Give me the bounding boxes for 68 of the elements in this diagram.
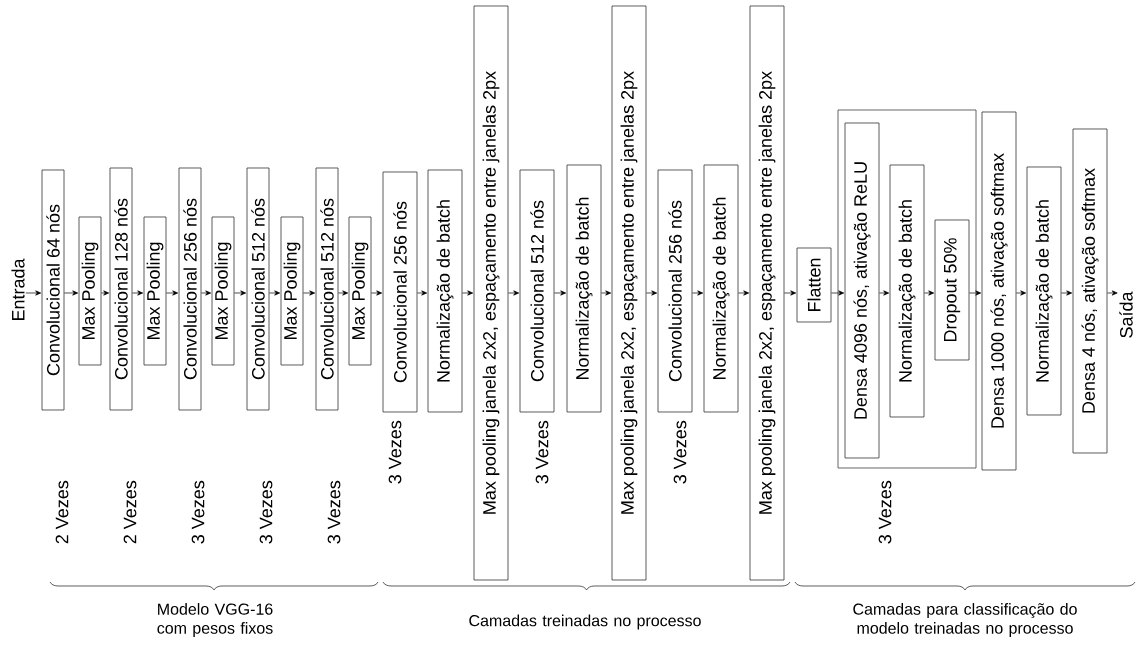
- repeat-label: 3 Vezes: [191, 480, 205, 544]
- layer-box: Flatten: [796, 247, 832, 323]
- group-caption: Camadas treinadas no processo: [469, 614, 701, 630]
- layer-box: Convolucional 256 nós: [178, 167, 202, 411]
- arrow: [234, 290, 247, 296]
- arrow: [269, 290, 281, 296]
- layer-box: Max Pooling: [211, 216, 235, 366]
- layer-box: Convolucional 64 nós: [41, 169, 65, 411]
- arrow: [303, 290, 316, 296]
- layer-box: Convolucional 128 nós: [109, 167, 133, 411]
- arrow: [462, 290, 474, 296]
- arrow: [924, 290, 935, 296]
- arrow: [738, 290, 750, 296]
- repeat-label: 3 Vezes: [535, 420, 549, 484]
- layer-box: Convolucional 512 nós: [519, 169, 555, 413]
- arrow: [166, 290, 179, 296]
- layer-box: Max pooling janela 2x2, espaçamento entre janelas 2px: [749, 5, 785, 581]
- layer-box: Max Pooling: [143, 216, 167, 366]
- arrow: [879, 290, 890, 296]
- repeat-label: 3 Vezes: [388, 420, 402, 484]
- arrow: [692, 290, 704, 296]
- layer-box: Convolucional 512 nós: [315, 167, 339, 411]
- repeat-label: 3 Vezes: [878, 480, 892, 544]
- repeat-label: 3 Vezes: [673, 420, 687, 484]
- repeat-label: 2 Vezes: [55, 480, 69, 544]
- layer-box: Dropout 50%: [934, 219, 970, 361]
- repeat-label: 3 Vezes: [327, 480, 341, 544]
- arrow: [831, 290, 845, 296]
- group-caption: Camadas para classificação do modelo treinadas no processo: [853, 603, 1077, 637]
- arrow: [338, 290, 349, 296]
- arrow: [64, 290, 79, 296]
- layer-box: Normalização de batch: [1026, 166, 1062, 416]
- repeat-label: 3 Vezes: [259, 480, 273, 544]
- arrow: [132, 290, 144, 296]
- layer-box: Max pooling janela 2x2, espaçamento entre janelas 2px: [611, 5, 647, 581]
- arrow: [1061, 290, 1073, 296]
- layer-box: Densa 4 nós, ativação softmax: [1072, 128, 1108, 454]
- layer-box: Convolucional 256 nós: [382, 171, 418, 413]
- layer-box: Densa 1000 nós, ativação softmax: [981, 111, 1017, 471]
- arrow: [554, 290, 567, 296]
- layer-box: Convolucional 512 nós: [246, 167, 270, 411]
- arrow: [601, 290, 612, 296]
- layer-box: Normalização de batch: [566, 164, 602, 413]
- layer-box: Max Pooling: [280, 216, 304, 366]
- arrow: [1016, 290, 1027, 296]
- arrow: [201, 290, 212, 296]
- arrow: [784, 290, 797, 296]
- io-label: Saída: [1119, 291, 1133, 338]
- layer-box: Max Pooling: [78, 216, 102, 366]
- layer-box: Normalização de batch: [703, 164, 739, 413]
- arrow: [646, 290, 658, 296]
- layer-box: Convolucional 256 nós: [657, 169, 693, 413]
- io-label: Entrada: [11, 258, 25, 321]
- arrow: [417, 290, 428, 296]
- layer-box: Densa 4096 nós, ativação ReLU: [844, 122, 880, 459]
- arrow: [508, 290, 520, 296]
- arrow: [1107, 290, 1118, 296]
- group-box: [837, 109, 977, 469]
- arrow: [25, 290, 42, 296]
- arrow: [371, 290, 383, 296]
- group-caption: Modelo VGG-16 com pesos fixos: [157, 603, 273, 637]
- layer-box: Normalização de batch: [889, 164, 925, 418]
- arrow: [969, 290, 982, 296]
- layer-box: Max Pooling: [348, 216, 372, 366]
- layer-box: Normalização de batch: [427, 169, 463, 413]
- arrow: [101, 290, 110, 296]
- repeat-label: 2 Vezes: [123, 480, 137, 544]
- layer-box: Max pooling janela 2x2, espaçamento entre janelas 2px: [473, 5, 509, 581]
